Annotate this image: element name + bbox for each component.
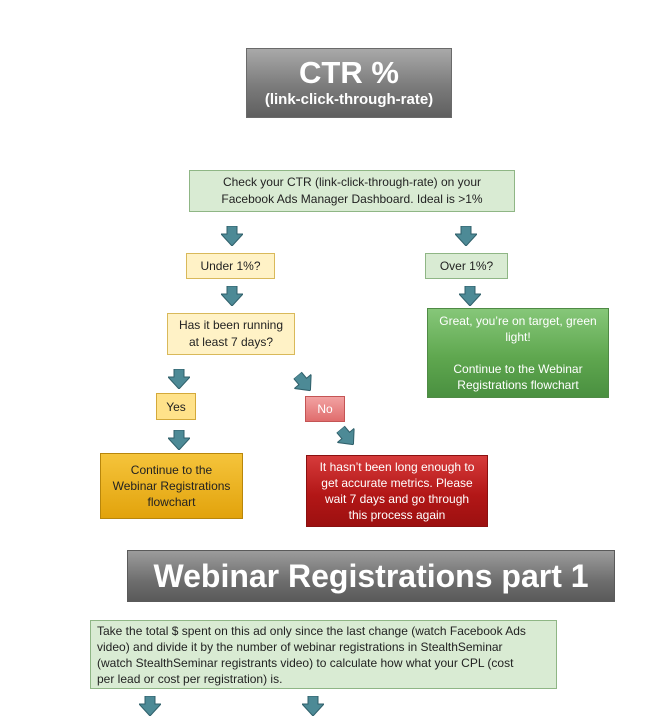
check-ctr-line-2: Facebook Ads Manager Dashboard. Ideal is… xyxy=(221,192,483,206)
cpl-calculation-box: Take the total $ spent on this ad only s… xyxy=(90,620,557,689)
not-long-enough-box: It hasn’t been long enough to get accura… xyxy=(306,455,488,527)
on-target-line-4: Registrations flowchart xyxy=(457,378,579,392)
on-target-line-2: light! xyxy=(505,330,531,344)
under-1-percent-box: Under 1%? xyxy=(186,253,275,279)
on-target-line-1: Great, you’re on target, green xyxy=(439,314,597,328)
arrow-down-icon xyxy=(455,226,477,246)
arrow-down-icon xyxy=(221,286,243,306)
ctr-title-box: CTR % (link-click-through-rate) xyxy=(246,48,452,118)
continue-webinar-box: Continue to the Webinar Registrations fl… xyxy=(100,453,243,519)
arrow-down-icon xyxy=(221,226,243,246)
arrow-down-icon xyxy=(168,430,190,450)
continue-line-2: Webinar Registrations xyxy=(112,479,231,493)
webinar-registrations-title: Webinar Registrations part 1 xyxy=(127,550,615,602)
check-ctr-line-1: Check your CTR (link-click-through-rate)… xyxy=(222,175,482,189)
no-box: No xyxy=(305,396,345,422)
running-7-days-box: Has it been running at least 7 days? xyxy=(167,313,295,355)
not-long-line-2: get accurate metrics. Please xyxy=(321,476,473,490)
running-line-2: at least 7 days? xyxy=(188,335,274,349)
arrow-diagonal-icon xyxy=(289,368,319,398)
check-ctr-box: Check your CTR (link-click-through-rate)… xyxy=(189,170,515,212)
arrow-down-icon xyxy=(302,696,324,716)
on-target-line-3: Continue to the Webinar xyxy=(453,362,583,376)
cpl-line-4: per lead or cost per registration) is. xyxy=(97,671,283,686)
arrow-down-icon xyxy=(168,369,190,389)
ctr-subtitle: (link-click-through-rate) xyxy=(264,91,434,108)
over-1-percent-box: Over 1%? xyxy=(425,253,508,279)
arrow-down-icon xyxy=(459,286,481,306)
arrow-diagonal-icon xyxy=(332,422,362,452)
yes-label: Yes xyxy=(166,399,186,414)
running-line-1: Has it been running xyxy=(178,318,284,332)
not-long-line-1: It hasn’t been long enough to xyxy=(319,460,475,474)
yes-box: Yes xyxy=(156,393,196,420)
arrow-down-icon xyxy=(139,696,161,716)
cpl-line-3: (watch StealthSeminar registrants video)… xyxy=(97,655,514,670)
on-target-box: Great, you’re on target, green light! Co… xyxy=(427,308,609,398)
continue-line-3: flowchart xyxy=(147,495,196,509)
no-label: No xyxy=(317,402,333,416)
not-long-line-4: this process again xyxy=(348,508,446,522)
cpl-line-2: video) and divide it by the number of we… xyxy=(97,639,503,654)
ctr-title: CTR % xyxy=(299,55,399,90)
not-long-line-3: wait 7 days and go through xyxy=(324,492,470,506)
continue-line-1: Continue to the xyxy=(130,463,213,477)
over-1-percent-label: Over 1%? xyxy=(439,259,494,273)
under-1-percent-label: Under 1%? xyxy=(200,259,261,273)
cpl-line-1: Take the total $ spent on this ad only s… xyxy=(97,623,526,638)
webinar-title-label: Webinar Registrations part 1 xyxy=(153,557,589,594)
